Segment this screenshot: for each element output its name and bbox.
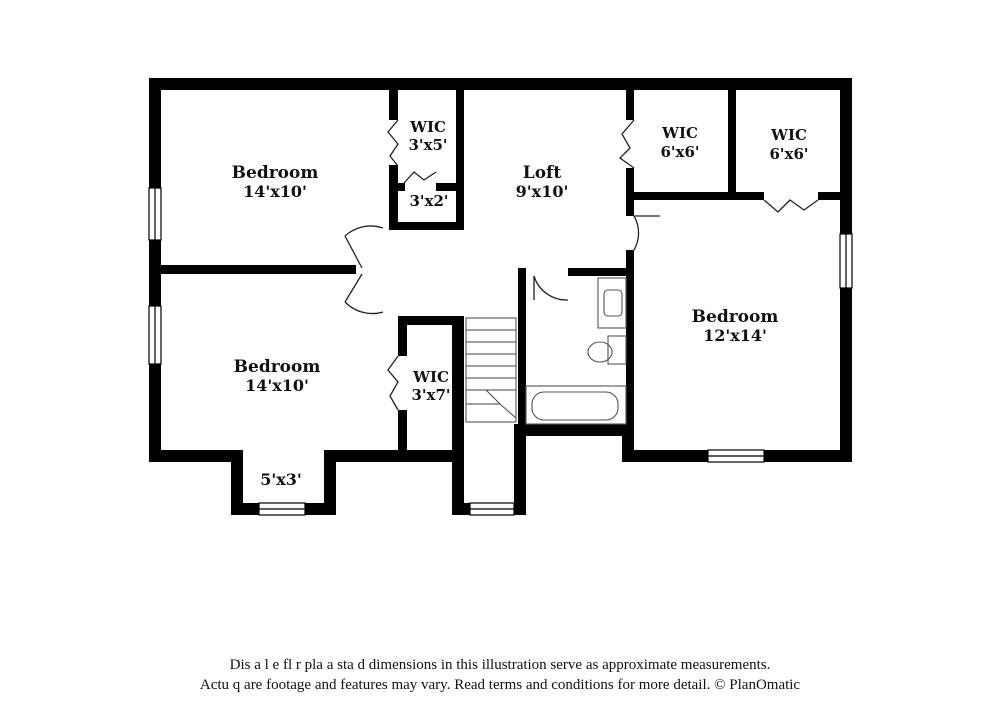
bedroom-top-left-name: Bedroom — [232, 163, 319, 183]
bedroom-top-left-dims: 14'x10' — [243, 182, 307, 201]
disclaimer-line-1: Dis a l e fl r pla a sta d dimensions in… — [229, 657, 771, 673]
disclaimer-line-2: Actu q are footage and features may vary… — [199, 677, 801, 693]
doors — [344, 119, 819, 411]
wic-bottom-dims: 3'x7' — [411, 386, 450, 404]
toilet-tank — [607, 335, 627, 365]
wic-top-dims: 3'x5' — [408, 136, 447, 154]
stairs — [465, 317, 517, 423]
loft-dims: 9'x10' — [516, 182, 569, 201]
toilet-bowl — [587, 341, 613, 363]
bathtub — [525, 385, 627, 425]
bedroom-right-dims: 12'x14' — [703, 326, 767, 345]
bedroom-right-name: Bedroom — [692, 307, 779, 327]
bay-dims: 5'x3' — [260, 470, 302, 489]
closet-small-dims: 3'x2' — [409, 192, 448, 210]
wic-far-right-name: WIC — [770, 126, 807, 144]
wic-center-right-name: WIC — [661, 124, 698, 142]
bedroom-bottom-left-name: Bedroom — [234, 357, 321, 377]
bedroom-bottom-left-dims: 14'x10' — [245, 376, 309, 395]
loft-name: Loft — [523, 163, 562, 183]
bath-fixtures — [525, 277, 627, 425]
vanity — [597, 277, 627, 329]
windows — [148, 187, 853, 516]
wic-center-right-dims: 6'x6' — [660, 143, 699, 161]
wic-bottom-name: WIC — [412, 368, 449, 386]
wic-far-right-dims: 6'x6' — [769, 145, 808, 163]
wic-top-name: WIC — [409, 118, 446, 136]
